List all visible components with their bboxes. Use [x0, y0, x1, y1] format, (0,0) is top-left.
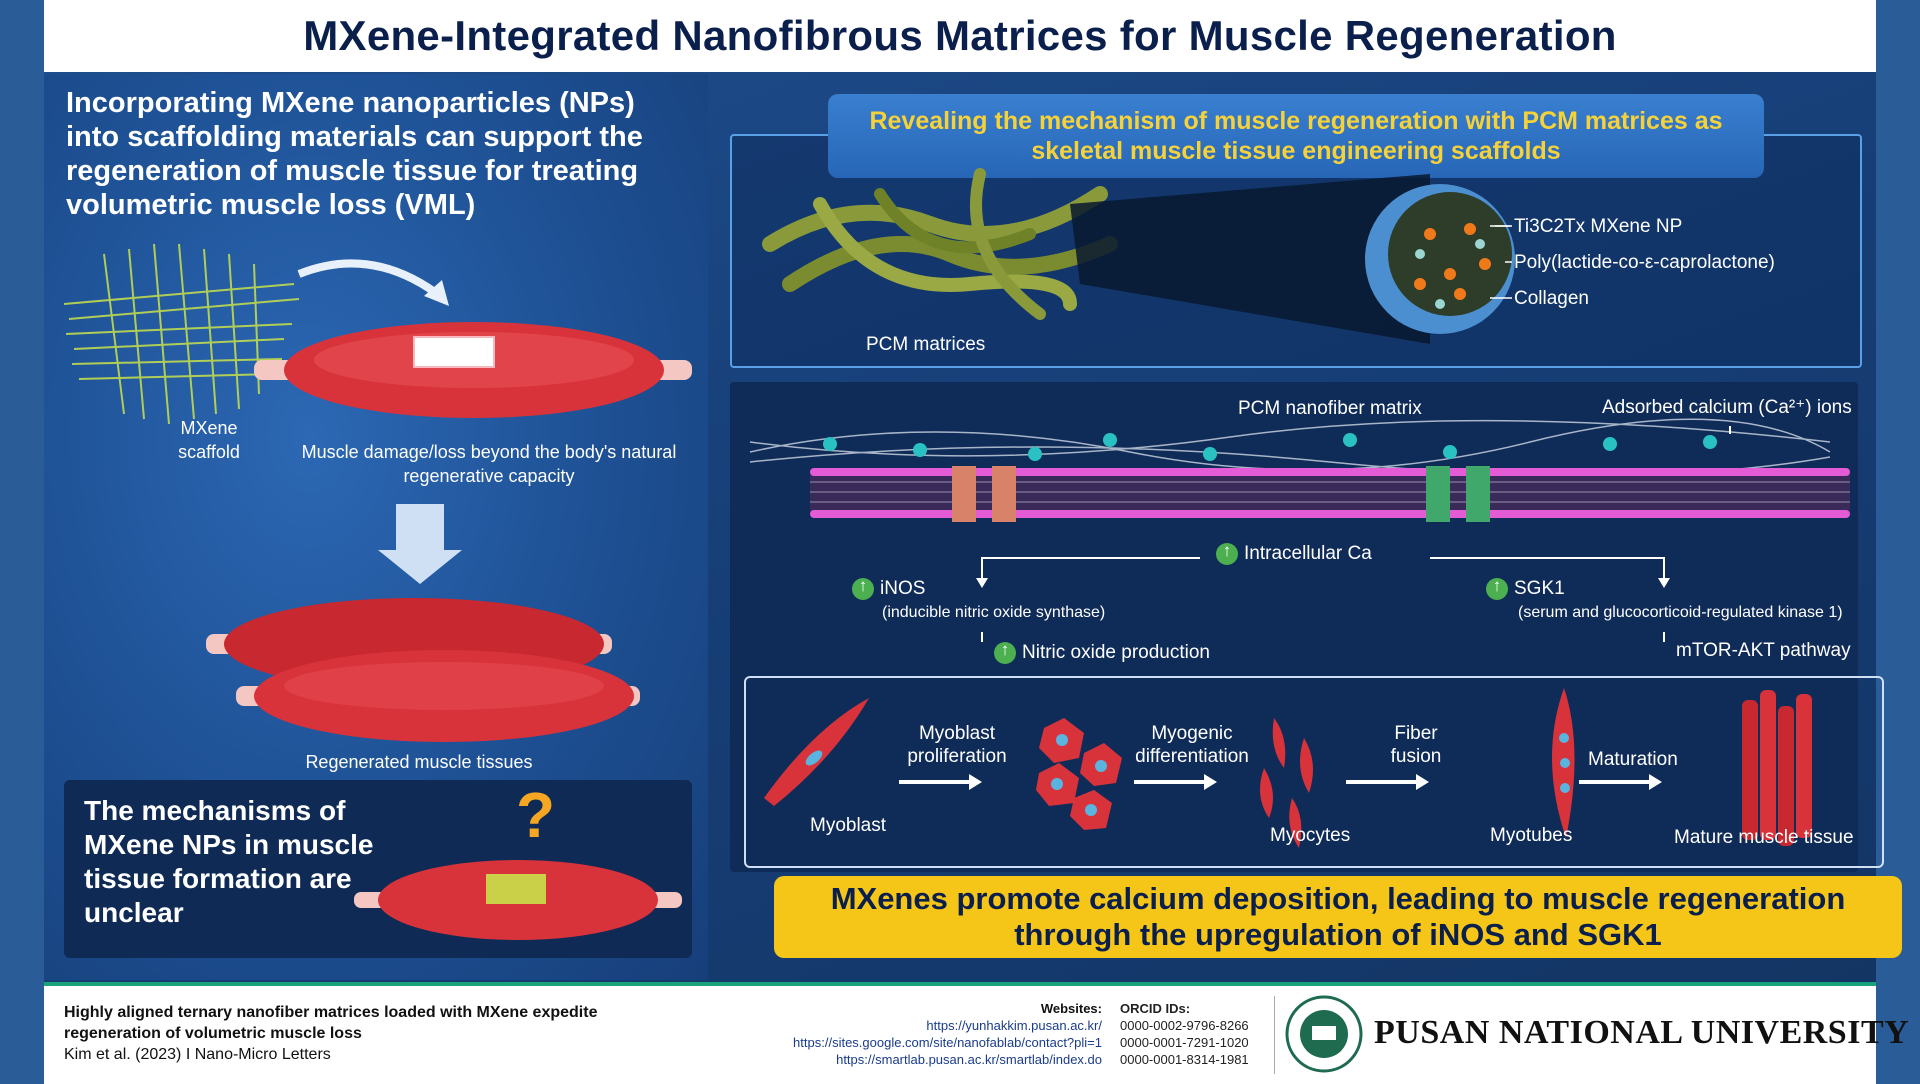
- regenerated-label: Regenerated muscle tissues: [305, 752, 533, 772]
- intracellular-ca: Intracellular Ca: [1216, 541, 1372, 565]
- pcm-illustration: [762, 168, 1515, 344]
- reference-title: Highly aligned ternary nanofiber matrice…: [64, 1004, 598, 1042]
- orcid-3: 0000-0001-8314-1981: [1120, 1052, 1249, 1067]
- question-mark: ?: [516, 779, 556, 851]
- stage-myoblast: Myoblast: [810, 815, 887, 836]
- inos-full: (inducible nitric oxide synthase): [882, 604, 1106, 621]
- mxene-scaffold-graphic: [63, 243, 300, 425]
- university-seal-icon: [1285, 995, 1363, 1073]
- left-illustrations: [63, 243, 692, 742]
- inos-text: iNOS: [880, 578, 926, 600]
- mechanism-banner: Revealing the mechanism of muscle regene…: [828, 94, 1764, 178]
- website-link-2[interactable]: https://sites.google.com/site/nanofablab…: [793, 1035, 1102, 1050]
- channel-green-1: [1426, 466, 1450, 522]
- orcid-heading: ORCID IDs:: [1120, 1001, 1191, 1016]
- infographic-frame: MXene-Integrated Nanofibrous Matrices fo…: [44, 0, 1902, 1080]
- intracellular-text: Intracellular Ca: [1244, 543, 1372, 565]
- membrane-graphic: [749, 418, 1850, 642]
- stage-fusion: Fiber fusion: [1390, 723, 1442, 767]
- stage-myocytes: Myocytes: [1270, 825, 1351, 846]
- myocyte-cells: [1260, 718, 1313, 848]
- proliferating-cells: [1036, 718, 1122, 830]
- page-title: MXene-Integrated Nanofibrous Matrices fo…: [303, 12, 1617, 59]
- websites-heading: Websites:: [1040, 1001, 1102, 1016]
- mature-tissue-graphic: [1742, 690, 1812, 846]
- fiber-cross-section: [1365, 184, 1515, 334]
- reference-citation: Kim et al. (2023) I Nano-Micro Letters: [64, 1046, 331, 1063]
- website-link-1[interactable]: https://yunhakkim.pusan.ac.kr/: [926, 1018, 1102, 1033]
- up-arrow-icon: [994, 640, 1016, 664]
- stage-differentiation: Myogenic differentiation: [1135, 723, 1249, 767]
- university-name: PUSAN NATIONAL UNIVERSITY: [1374, 1014, 1910, 1051]
- channel-green-2: [1466, 466, 1490, 522]
- orcid-1: 0000-0002-9796-8266: [1120, 1018, 1249, 1033]
- calcium-label: Adsorbed calcium (Ca²⁺) ions: [1602, 397, 1852, 418]
- orcid-ids: ORCID IDs: 0000-0002-9796-8266 0000-0001…: [1120, 1000, 1249, 1068]
- damaged-muscle-graphic: [254, 322, 692, 418]
- up-arrow-icon: [852, 576, 874, 600]
- plc-label: Poly(lactide-co-ε-caprolactone): [1514, 252, 1775, 273]
- stage-proliferation: Myoblast proliferation: [907, 723, 1007, 767]
- unclear-text: The mechanisms of MXene NPs in muscle ti…: [84, 795, 374, 928]
- channel-orange-2: [992, 466, 1016, 522]
- conclusion-banner: MXenes promote calcium deposition, leadi…: [774, 876, 1902, 958]
- no-production: Nitric oxide production: [994, 640, 1210, 664]
- stage-graphics: [764, 688, 1812, 848]
- curved-arrow-icon: [297, 259, 447, 303]
- website-link-3[interactable]: https://smartlab.pusan.ac.kr/smartlab/in…: [836, 1052, 1102, 1067]
- sgk1-text: SGK1: [1514, 578, 1565, 600]
- down-arrow-icon: [378, 504, 462, 584]
- footer: Highly aligned ternary nanofiber matrice…: [44, 982, 1909, 1084]
- channel-orange-1: [952, 466, 976, 522]
- scaffold-label: MXene scaffold: [178, 418, 240, 462]
- matrix-label: PCM nanofiber matrix: [1238, 398, 1422, 419]
- regenerated-muscle-graphic: [206, 598, 640, 742]
- mxene-np-label: Ti3C2Tx MXene NP: [1514, 216, 1683, 237]
- muscle-scaffold-graphic: [354, 860, 682, 940]
- stage-myotubes: Myotubes: [1490, 825, 1573, 846]
- unclear-box: The mechanisms of MXene NPs in muscle ti…: [64, 779, 692, 958]
- mtor: mTOR-AKT pathway: [1676, 640, 1851, 661]
- stage-mature: Mature muscle tissue: [1674, 827, 1854, 848]
- intro-text: Incorporating MXene nanoparticles (NPs) …: [66, 87, 643, 221]
- up-arrow-icon: [1486, 576, 1508, 600]
- signaling-panel: [730, 382, 1858, 872]
- divider: [1274, 996, 1275, 1074]
- pcm-matrices-label: PCM matrices: [866, 334, 986, 355]
- sgk1: SGK1: [1486, 576, 1565, 600]
- pcm-fiber-bundle: [762, 168, 1118, 320]
- sgk1-full: (serum and glucocorticoid-regulated kina…: [1518, 604, 1843, 621]
- reference: Highly aligned ternary nanofiber matrice…: [64, 1002, 664, 1065]
- stage-maturation: Maturation: [1588, 749, 1678, 770]
- inos: iNOS: [852, 576, 926, 600]
- title-bar: MXene-Integrated Nanofibrous Matrices fo…: [44, 0, 1876, 72]
- left-panel: Incorporating MXene nanoparticles (NPs) …: [44, 74, 708, 980]
- up-arrow-icon: [1216, 541, 1238, 565]
- websites: Websites: https://yunhakkim.pusan.ac.kr/…: [793, 1000, 1102, 1068]
- differentiation-stages: [744, 676, 1884, 868]
- no-production-text: Nitric oxide production: [1022, 642, 1210, 664]
- zoom-wedge: [1070, 174, 1430, 344]
- orcid-2: 0000-0001-7291-1020: [1120, 1035, 1249, 1050]
- damage-label: Muscle damage/loss beyond the body's nat…: [301, 442, 677, 486]
- collagen-label: Collagen: [1514, 288, 1589, 309]
